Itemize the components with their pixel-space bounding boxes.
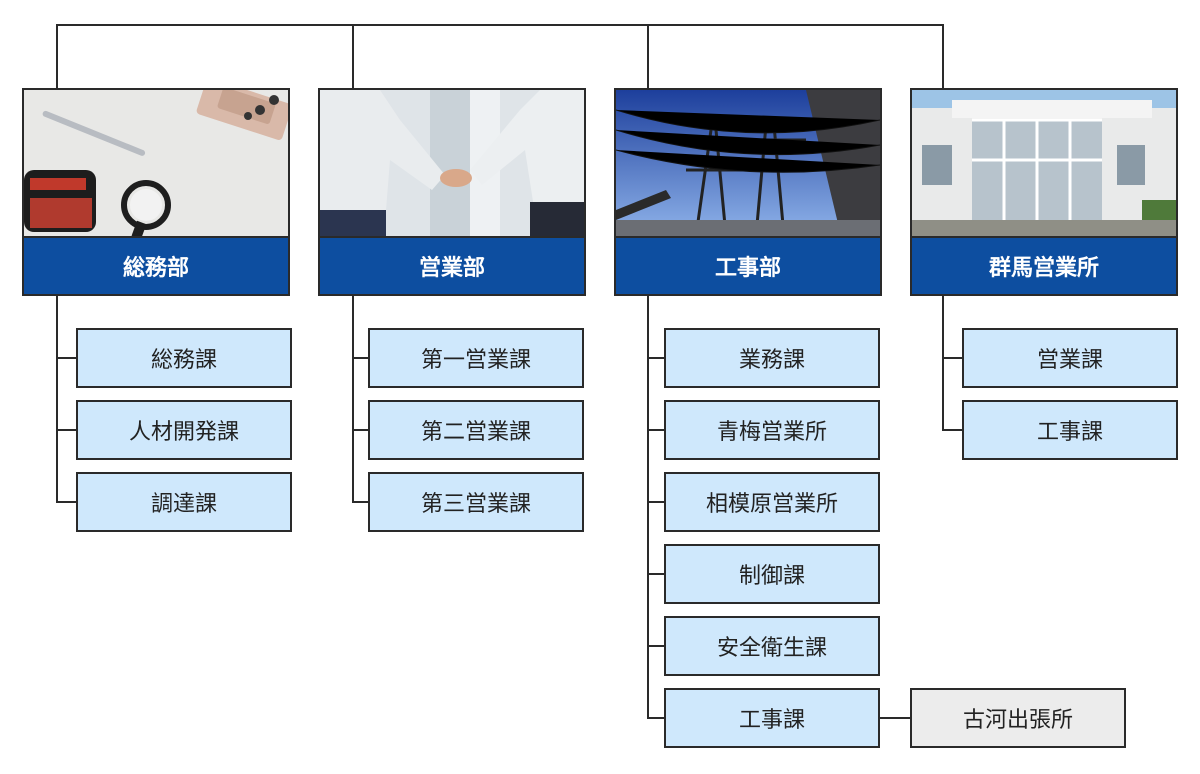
- branch-office-box: 古河出張所: [910, 688, 1126, 748]
- dept-title: 営業部: [320, 236, 584, 294]
- dept-card-general-affairs: 総務部: [22, 88, 290, 296]
- section-box: 総務課: [76, 328, 292, 388]
- section-box: 第一営業課: [368, 328, 584, 388]
- section-box: 第二営業課: [368, 400, 584, 460]
- section-box: 第三営業課: [368, 472, 584, 532]
- section-box: 制御課: [664, 544, 880, 604]
- desk-stationery-photo: [24, 90, 288, 236]
- dept-title: 工事部: [616, 236, 880, 294]
- dept-title: 群馬営業所: [912, 236, 1176, 294]
- dept-card-construction: 工事部: [614, 88, 882, 296]
- office-building-photo: [912, 90, 1176, 236]
- section-box: 人材開発課: [76, 400, 292, 460]
- section-box: 営業課: [962, 328, 1178, 388]
- power-lines-photo: [616, 90, 880, 236]
- section-box: 工事課: [664, 688, 880, 748]
- section-box: 調達課: [76, 472, 292, 532]
- section-box: 青梅営業所: [664, 400, 880, 460]
- section-box: 相模原営業所: [664, 472, 880, 532]
- handshake-photo: [320, 90, 584, 236]
- section-box: 安全衛生課: [664, 616, 880, 676]
- section-box: 工事課: [962, 400, 1178, 460]
- dept-card-gunma-office: 群馬営業所: [910, 88, 1178, 296]
- section-box: 業務課: [664, 328, 880, 388]
- dept-title: 総務部: [24, 236, 288, 294]
- dept-card-sales: 営業部: [318, 88, 586, 296]
